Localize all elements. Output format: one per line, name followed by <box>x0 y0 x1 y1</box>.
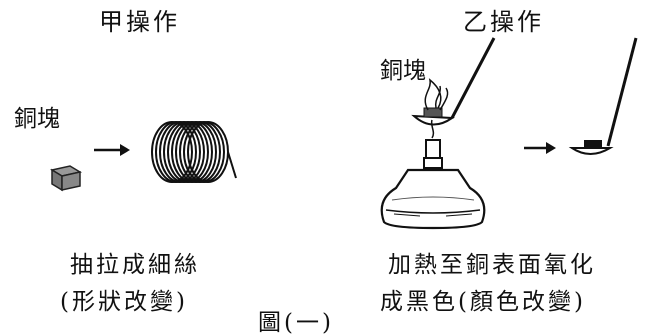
left-object-label: 銅塊 <box>14 106 60 132</box>
copper-block-icon <box>50 165 82 192</box>
flame-icon <box>424 78 449 139</box>
copper-coil-icon <box>151 121 237 183</box>
right-arrow-icon <box>524 142 556 154</box>
figure-caption: 圖(一) <box>258 310 334 336</box>
right-arrow-icon <box>94 144 130 156</box>
spoon-icon <box>568 37 638 155</box>
left-title: 甲操作 <box>99 8 180 36</box>
right-title: 乙操作 <box>463 8 544 36</box>
right-object-label: 銅塊 <box>380 58 426 84</box>
alcohol-lamp-icon <box>380 139 486 230</box>
left-caption-line1: 抽拉成細絲 <box>70 252 200 278</box>
left-caption-line2: (形狀改變) <box>60 289 188 315</box>
right-caption-line1: 加熱至銅表面氧化 <box>388 252 596 278</box>
spoon-icon <box>411 37 496 126</box>
right-caption-line2: 成黑色(顏色改變) <box>380 289 586 315</box>
